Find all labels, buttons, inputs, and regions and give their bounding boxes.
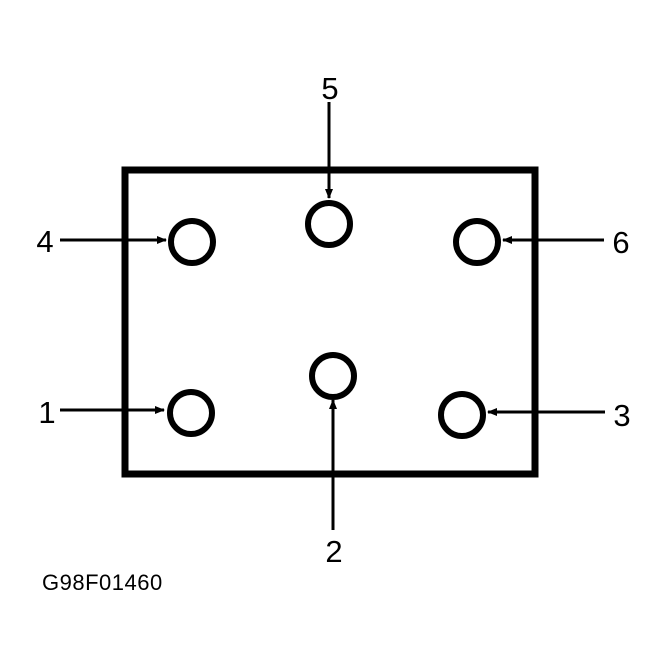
callout-4: 4: [36, 224, 53, 259]
pin-6-cavity: [453, 218, 501, 266]
callout-1: 1: [38, 395, 55, 430]
pin-3-cavity: [438, 391, 486, 439]
pin-5-cavity: [305, 200, 353, 248]
callout-5: 5: [321, 71, 338, 106]
pin-4-cavity: [168, 218, 216, 266]
pin-1-cavity: [167, 389, 215, 437]
callout-3: 3: [613, 398, 630, 433]
callout-2: 2: [325, 534, 342, 569]
callout-6: 6: [612, 225, 629, 260]
figure-id-label: G98F01460: [42, 570, 163, 595]
pin-2-cavity: [309, 352, 357, 400]
